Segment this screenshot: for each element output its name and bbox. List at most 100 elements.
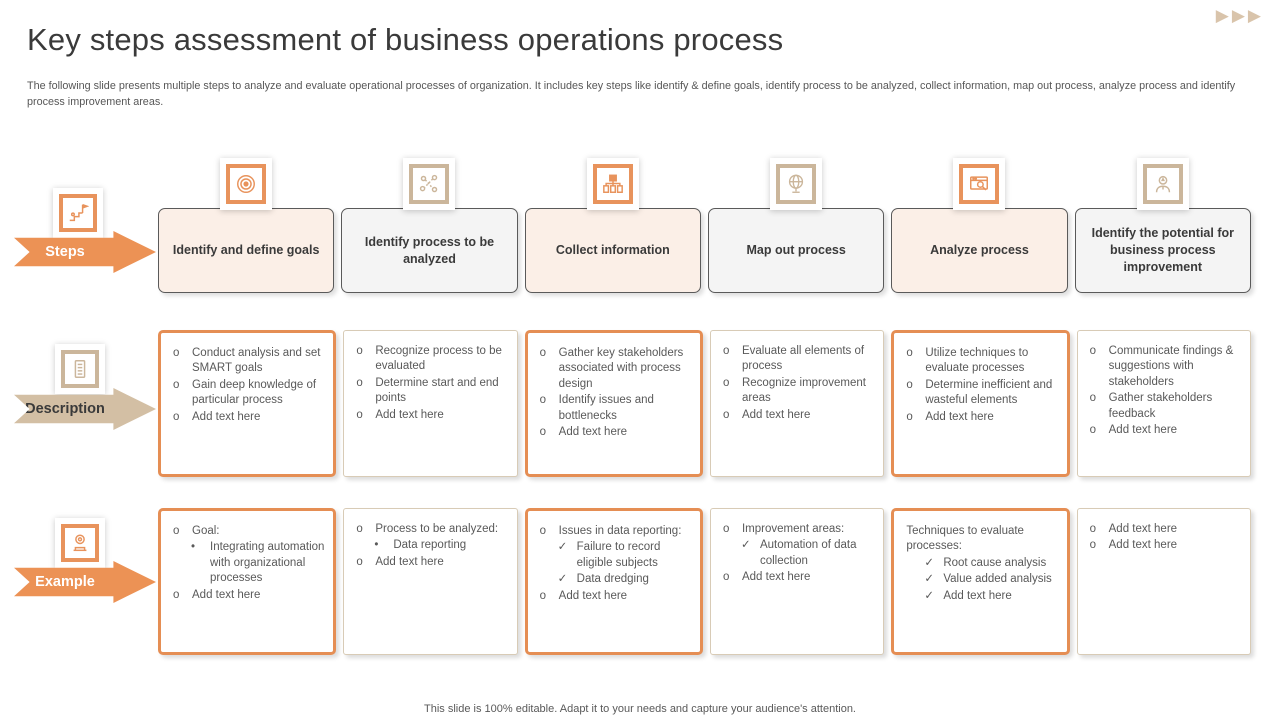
bullet-item: ✓ Add text here [924, 589, 1058, 604]
o-bullet-marker: o [539, 426, 547, 439]
o-bullet-marker: o [906, 410, 913, 423]
bullet-text: Evaluate all elements of process [741, 345, 865, 373]
step-title-box: Analyze process [891, 208, 1068, 293]
process-network-icon [403, 158, 456, 210]
step-cell-4: Map out process [707, 158, 885, 293]
example-row-label-text: Example [35, 574, 95, 590]
step-cell-6: Identify the potential for business proc… [1074, 158, 1251, 293]
analyze-window-icon-frame [959, 164, 1000, 204]
check-bullet-marker: ✓ [924, 589, 934, 602]
bullet-text: Recognize improvement areas [741, 376, 866, 405]
bullet-text: Process to be analyzed: [375, 523, 499, 535]
description-box-6: o Communicate findings & suggestions with… [1076, 330, 1251, 477]
chevron-right-icon: ▶▶▶ [1215, 6, 1264, 25]
bullet-text: Communicate findings & suggestions with … [1108, 345, 1234, 388]
bullet-item: ✓ Automation of data collection [741, 538, 875, 569]
o-bullet-marker: o [906, 347, 913, 359]
o-bullet-marker: o [722, 345, 730, 357]
dot-bullet-marker: • [374, 539, 379, 552]
description-row-label: Description [14, 388, 156, 430]
bullet-text: Gather key stakeholders associated with … [558, 347, 684, 390]
bullet-item: Techniques to evaluate processes: [906, 524, 1058, 555]
check-bullet-marker: ✓ [557, 573, 568, 586]
bullet-item: o Evaluate all elements of process [723, 344, 875, 375]
target-icon [220, 158, 273, 210]
achievement-person-icon-frame [1142, 164, 1183, 204]
bullet-text: Data reporting [393, 539, 467, 552]
check-bullet-marker: ✓ [924, 556, 934, 569]
bullet-text: Add text here [558, 426, 628, 439]
bullet-item: ✓Root cause analysis [924, 556, 1058, 571]
o-bullet-marker: o [356, 523, 363, 535]
slide-footer-note: This slide is 100% editable. Adapt it to… [424, 703, 856, 715]
o-bullet-marker: o [173, 588, 180, 601]
description-box-3: o Gather key stakeholders associated with… [524, 330, 703, 477]
bullet-text: Add text here [558, 589, 628, 602]
bullet-text: Determine inefficient and wasteful eleme… [925, 378, 1053, 407]
bullet-text: Add text here [925, 410, 994, 423]
o-bullet-marker: o [906, 378, 913, 391]
bullet-item: o Determine inefficient and wasteful elem… [906, 378, 1058, 409]
o-bullet-marker: o [173, 347, 180, 359]
bullet-text: Failure to record eligible subjects [576, 541, 661, 569]
step-title-box: Identify the potential for business proc… [1074, 208, 1251, 293]
bullet-item: o Process to be analyzed: [356, 522, 508, 537]
analyze-window-icon [953, 158, 1006, 210]
bullet-item: o Gather key stakeholders associated with… [540, 346, 692, 392]
steps-row-label-text: Steps [45, 244, 85, 260]
step-title-box: Identify process to be analyzed [341, 208, 518, 293]
step-title-box: Collect information [524, 208, 701, 293]
bullet-text: Add text here [1108, 539, 1178, 552]
bullet-text: Improvement areas: [741, 523, 845, 535]
bullet-item: ✓Value added analysis [924, 572, 1058, 587]
bullet-text: Add text here [375, 555, 444, 568]
bullet-text: Add text here [943, 589, 1012, 602]
bullet-text: Identify issues and bottlenecks [558, 394, 654, 422]
stamp-seal-icon-frame [61, 524, 99, 562]
o-bullet-marker: o [539, 347, 547, 359]
globe-icon [770, 158, 823, 210]
bullet-text: Add text here [1108, 523, 1178, 535]
o-bullet-marker: o [539, 525, 547, 537]
check-bullet-marker: ✓ [557, 541, 568, 554]
bullet-text: Data dredging [576, 573, 649, 586]
o-bullet-marker: o [1089, 392, 1097, 405]
description-row-label-text: Description [25, 401, 105, 417]
bullet-text: Techniques to evaluate processes: [906, 525, 1024, 553]
check-bullet-marker: ✓ [924, 573, 934, 586]
bullet-text: Recognize process to be evaluated [375, 345, 502, 373]
check-bullet-marker: ✓ [740, 539, 751, 552]
document-icon-frame [61, 350, 99, 388]
bullet-text: Add text here [1108, 424, 1178, 437]
step-cell-3: Collect information [524, 158, 701, 293]
o-bullet-marker: o [722, 376, 730, 389]
step-title-box: Identify and define goals [158, 208, 335, 293]
target-icon-frame [226, 164, 267, 204]
bullet-text: Utilize techniques to evaluate processes [925, 347, 1029, 375]
stamp-seal-icon [55, 518, 105, 568]
bullet-text: Issues in data reporting: [558, 525, 682, 537]
bullet-item: o Recognize improvement areas [723, 376, 875, 407]
bullet-text: Add text here [375, 408, 444, 421]
bullet-text: Add text here [192, 410, 261, 423]
bullet-text: Add text here [741, 408, 811, 421]
bullet-text: Integrating automation with organization… [210, 541, 325, 585]
bullet-text: Automation of data collection [759, 539, 857, 567]
